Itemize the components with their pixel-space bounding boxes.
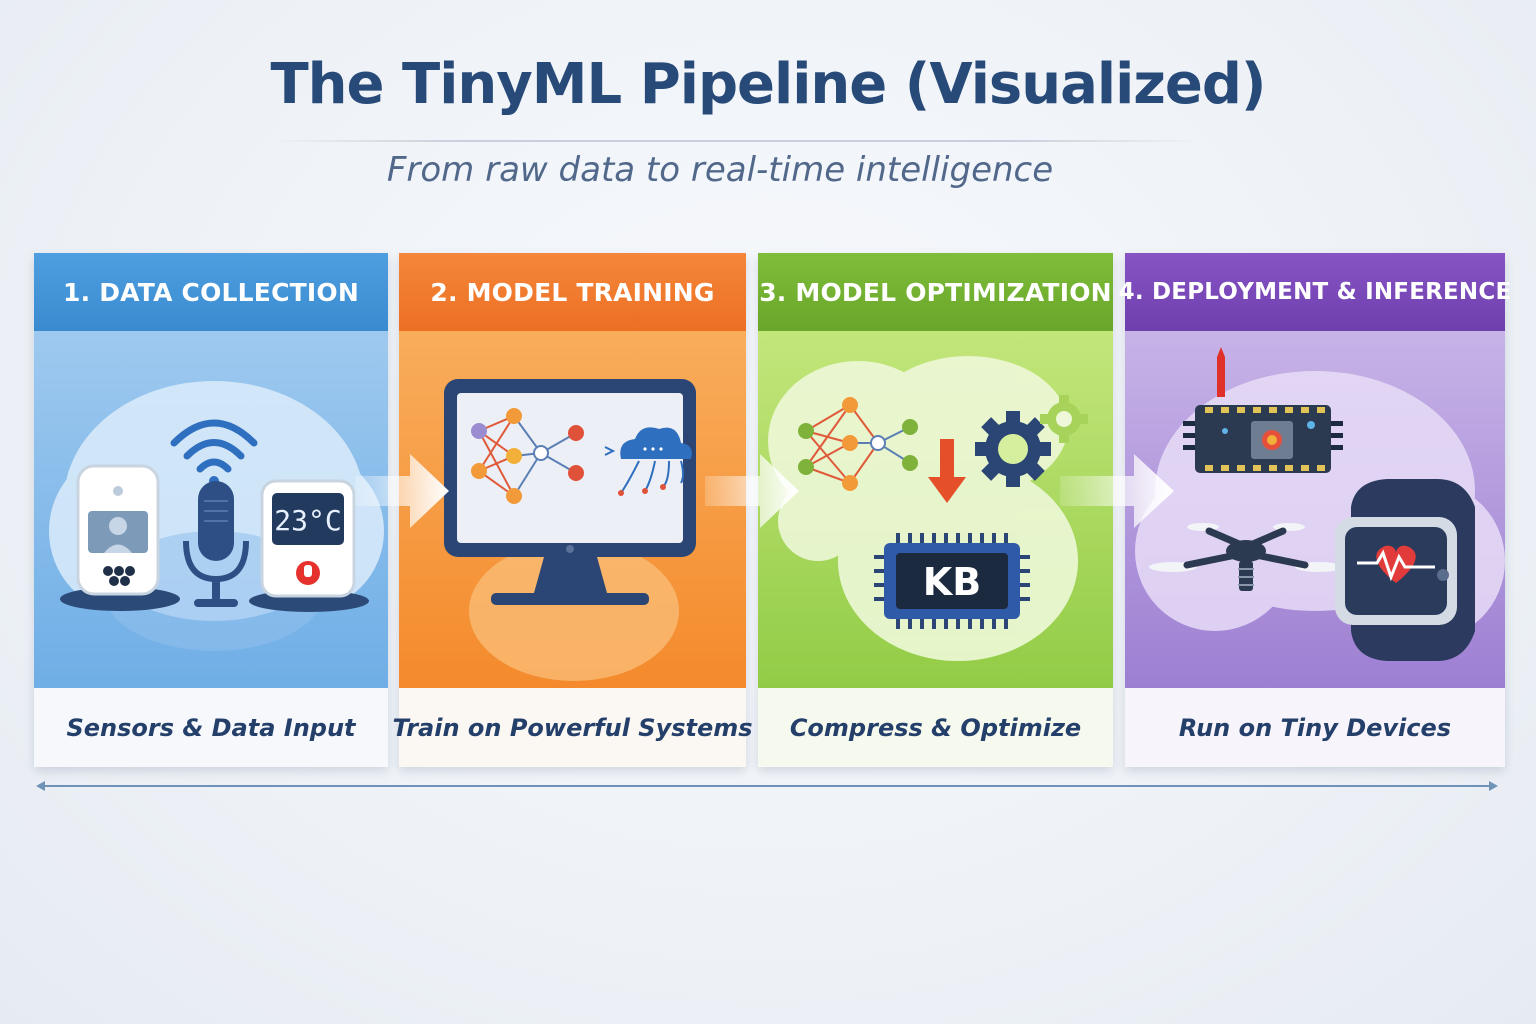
- cloud-icon: [604, 427, 692, 496]
- neural-network-icon: [798, 397, 918, 491]
- timeline-axis: [36, 781, 1498, 791]
- drone-icon: [1149, 523, 1343, 591]
- phone-sensor-icon: [60, 464, 180, 611]
- chip-icon: KB: [874, 533, 1030, 629]
- stage-illustration: 23°C: [34, 331, 388, 688]
- stage-model-optimization: 3. MODEL OPTIMIZATION: [758, 253, 1113, 767]
- microcontroller-board-icon: [1183, 347, 1343, 473]
- microphone-icon: [183, 481, 249, 607]
- stage-illustration-svg: KB: [768, 356, 1088, 661]
- stage-heading: 2. MODEL TRAINING: [399, 253, 746, 331]
- stage-illustration: [1125, 331, 1505, 688]
- smartwatch-icon: [1335, 479, 1475, 661]
- stage-heading: 3. MODEL OPTIMIZATION: [758, 253, 1113, 331]
- flow-arrow-1: [355, 454, 449, 528]
- flow-arrow-2: [705, 454, 799, 528]
- stage-illustration: KB: [758, 331, 1113, 688]
- stage-illustration-svg: 23°C: [49, 381, 384, 651]
- title-divider: [270, 140, 1200, 142]
- stage-model-training: 2. MODEL TRAINING: [392, 253, 753, 767]
- page-subtitle: From raw data to real-time intelligence: [386, 150, 1054, 190]
- chip-label: KB: [923, 560, 981, 604]
- stage-illustration-svg: [1135, 347, 1505, 661]
- down-arrow-icon: [928, 439, 966, 503]
- wifi-icon: [170, 419, 258, 473]
- stage-heading: 4. DEPLOYMENT & INFERENCE: [1119, 253, 1511, 331]
- stage-data-collection: 1. DATA COLLECTION: [34, 253, 388, 767]
- flow-arrow-3: [1060, 454, 1174, 528]
- stage-illustration: [399, 331, 746, 688]
- stage-heading: 1. DATA COLLECTION: [34, 253, 388, 331]
- stage-illustration-svg: [444, 379, 696, 681]
- stage-deployment-inference: 4. DEPLOYMENT & INFERENCE: [1119, 253, 1511, 767]
- neural-network-icon: [471, 408, 584, 504]
- stage-caption: Sensors & Data Input: [34, 688, 388, 767]
- stage-caption: Run on Tiny Devices: [1125, 688, 1505, 767]
- stage-caption: Train on Powerful Systems: [392, 688, 753, 767]
- stage-caption: Compress & Optimize: [758, 688, 1113, 767]
- thermometer-display-icon: 23°C: [249, 479, 369, 612]
- page-title: The TinyML Pipeline (Visualized): [270, 52, 1266, 117]
- temperature-readout: 23°C: [274, 504, 341, 537]
